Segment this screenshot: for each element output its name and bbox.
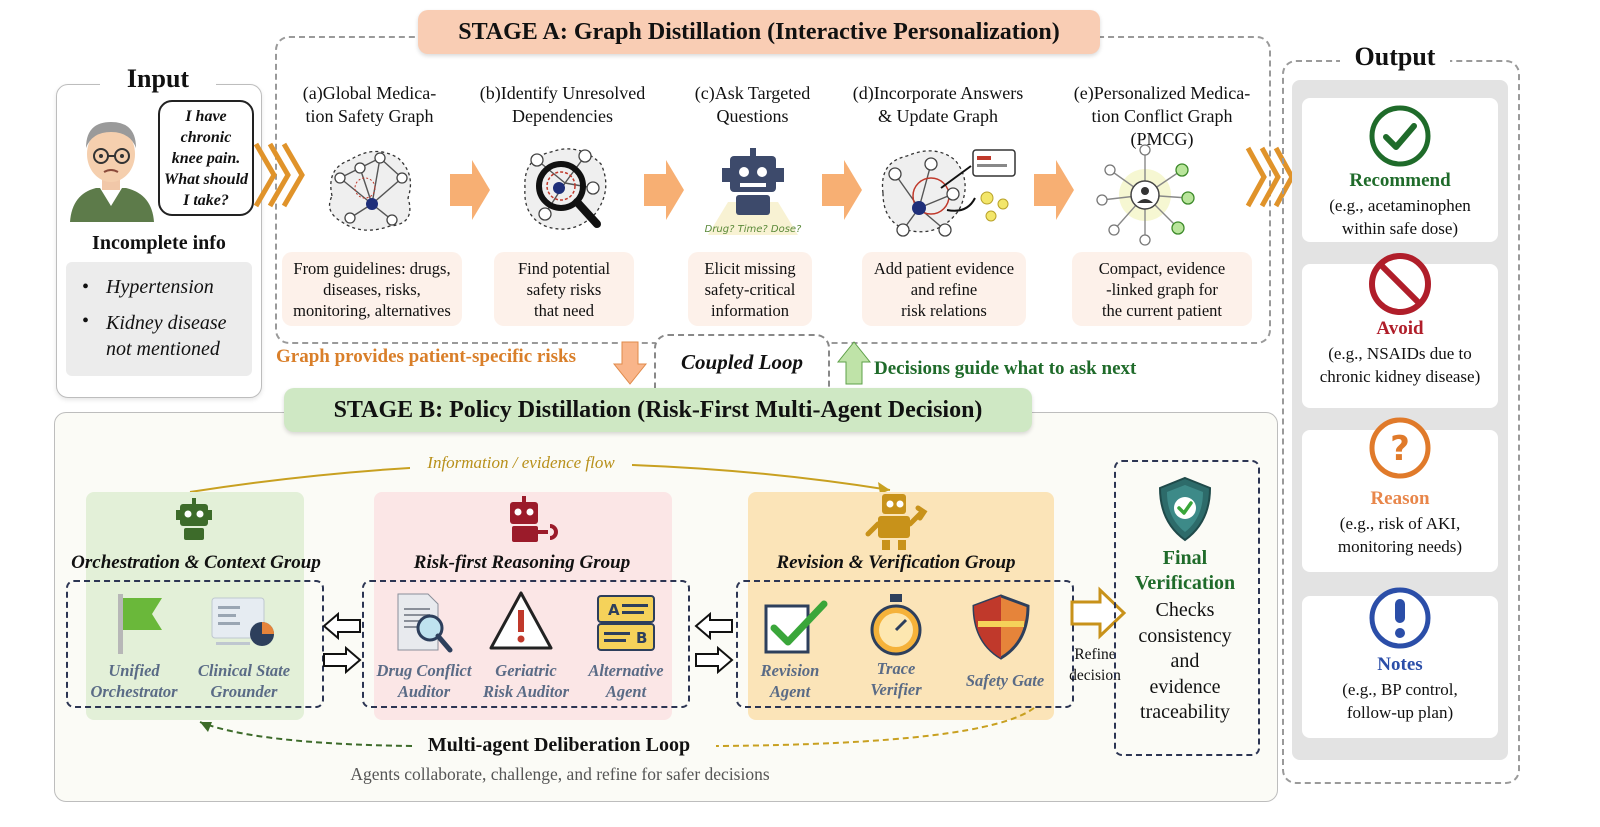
output-reason-card: ? Reason (e.g., risk of AKI, monitoring … <box>1302 417 1498 572</box>
agent-clinical-state-grounder: Clinical State Grounder <box>197 661 291 701</box>
input-title: Input <box>100 64 216 94</box>
revision-robot-icon <box>865 494 928 550</box>
svg-text:A: A <box>608 601 620 619</box>
info-flow-label: Information / evidence flow <box>410 453 632 473</box>
deliberation-loop-title: Multi-agent Deliberation Loop <box>427 734 691 756</box>
speech-bubble: I have chronic knee pain. What should I … <box>158 100 254 216</box>
revision-check-icon <box>764 600 828 654</box>
stage-b-title: STAGE B: Policy Distillation (Risk-First… <box>284 388 1032 432</box>
robot-question-icon: Drug? Time? Dose? <box>705 148 802 235</box>
arrow-b-c-icon <box>644 160 684 220</box>
check-circle-icon <box>1369 105 1431 167</box>
refine-arrow-icon <box>1070 586 1127 640</box>
step-a-desc: From guidelines: drugs, diseases, risks,… <box>282 252 462 326</box>
step-b-desc: Find potential safety risks that need <box>494 252 634 326</box>
agent-trace-verifier: Trace Verifier <box>870 659 922 699</box>
elderly-patient-avatar <box>70 122 154 222</box>
svg-text:B: B <box>636 629 647 647</box>
stage-a-title: STAGE A: Graph Distillation (Interactive… <box>418 10 1100 54</box>
reason-label: Reason <box>1370 488 1430 509</box>
stopwatch-icon <box>870 594 922 656</box>
step-e-title: (e)Personalized Medica- tion Conflict Gr… <box>1073 83 1251 149</box>
up-arrow-icon <box>836 341 872 385</box>
flag-icon <box>118 594 162 654</box>
exchange-arrows-right-icon <box>694 611 734 675</box>
exclamation-circle-icon <box>1369 587 1431 649</box>
step-d-title: (d)Incorporate Answers & Update Graph <box>852 83 1024 126</box>
reason-example: (e.g., risk of AKI, monitoring needs) <box>1337 514 1463 556</box>
arrow-d-e-icon <box>1034 160 1074 220</box>
recommend-label: Recommend <box>1349 170 1451 191</box>
down-arrow-icon <box>612 341 648 385</box>
agent-geriatric-risk-auditor: Geriatric Risk Auditor <box>482 661 570 701</box>
decisions-guide-label: Decisions guide what to ask next <box>874 358 1137 379</box>
bullet-kidney-disease: Kidney disease not mentioned <box>106 312 227 360</box>
notes-label: Notes <box>1377 654 1423 675</box>
robot-caption: Drug? Time? Dose? <box>705 224 802 235</box>
question-circle-icon: ? <box>1369 417 1431 479</box>
shield-icon <box>972 594 1030 660</box>
output-title: Output <box>1340 42 1450 72</box>
incomplete-info-label: Incomplete info <box>92 232 226 254</box>
incomplete-info-box: • Hypertension • Kidney disease not ment… <box>66 262 252 376</box>
coupled-loop-label: Coupled Loop <box>654 334 830 388</box>
step-b-title: (b)Identify Unresolved Dependencies <box>479 83 646 126</box>
personalized-graph-icon <box>1096 144 1195 246</box>
step-c-desc: Elicit missing safety-critical informati… <box>688 252 812 326</box>
agent-unified-orchestrator: Unified Orchestrator <box>90 661 178 701</box>
prohibited-icon <box>1369 253 1431 315</box>
bullet-hypertension: Hypertension <box>106 276 214 298</box>
recommend-example: (e.g., acetaminophen within safe dose) <box>1329 196 1471 238</box>
update-graph-icon <box>881 149 1016 237</box>
reasoning-agents-box <box>362 580 690 708</box>
final-verification-title: Final Verification <box>1134 547 1236 594</box>
orchestration-group-title: Orchestration & Context Group <box>71 552 321 573</box>
output-recommend-card: Recommend (e.g., acetaminophen within sa… <box>1302 98 1498 242</box>
warning-triangle-icon <box>489 591 553 650</box>
step-e-desc: Compact, evidence -linked graph for the … <box>1072 252 1252 326</box>
output-notes-card: Notes (e.g., BP control, follow-up plan) <box>1302 587 1498 738</box>
revision-group-title: Revision & Verification Group <box>776 552 1016 573</box>
notes-example: (e.g., BP control, follow-up plan) <box>1342 680 1458 722</box>
agent-alternative-agent: Alternative Agent <box>588 661 664 701</box>
magnifier-graph-icon <box>524 148 607 230</box>
svg-text:?: ? <box>1390 429 1410 469</box>
dashboard-chart-icon <box>211 597 274 646</box>
final-verification-desc: Checks consistency and evidence traceabi… <box>1138 599 1232 723</box>
revision-agents-box <box>736 580 1074 708</box>
output-avoid-card: Avoid (e.g., NSAIDs due to chronic kidne… <box>1302 253 1498 408</box>
exchange-arrows-left-icon <box>322 611 362 675</box>
reasoning-group-title: Risk-first Reasoning Group <box>413 552 631 573</box>
chevrons-input-icon <box>253 142 305 208</box>
final-verification-box <box>1114 460 1260 756</box>
deliberation-loop-arrow <box>199 707 1035 747</box>
step-c-title: (c)Ask Targeted Questions <box>694 83 811 126</box>
avoid-example: (e.g., NSAIDs due to chronic kidney dise… <box>1319 344 1481 386</box>
orchestration-agents-box <box>66 580 324 708</box>
orchestration-robot-icon <box>176 498 212 540</box>
global-graph-icon <box>328 150 412 231</box>
agent-drug-conflict-auditor: Drug Conflict Auditor <box>376 661 472 701</box>
reasoning-robot-icon <box>510 496 558 542</box>
document-magnifier-icon <box>397 593 453 653</box>
refine-decision-label: Refine decision <box>1069 646 1121 684</box>
graph-provides-label: Graph provides patient-specific risks <box>276 346 576 367</box>
agent-safety-gate: Safety Gate <box>965 671 1045 690</box>
ab-options-icon: A B <box>597 595 655 651</box>
agent-revision-agent: Revision Agent <box>760 661 820 701</box>
verified-shield-icon <box>1158 476 1212 542</box>
arrow-c-d-icon <box>822 160 862 220</box>
step-d-desc: Add patient evidence and refine risk rel… <box>862 252 1026 326</box>
avoid-label: Avoid <box>1376 318 1424 339</box>
arrow-a-b-icon <box>450 160 490 220</box>
step-a-title: (a)Global Medica- tion Safety Graph <box>302 83 437 126</box>
deliberation-loop-desc: Agents collaborate, challenge, and refin… <box>350 764 770 784</box>
